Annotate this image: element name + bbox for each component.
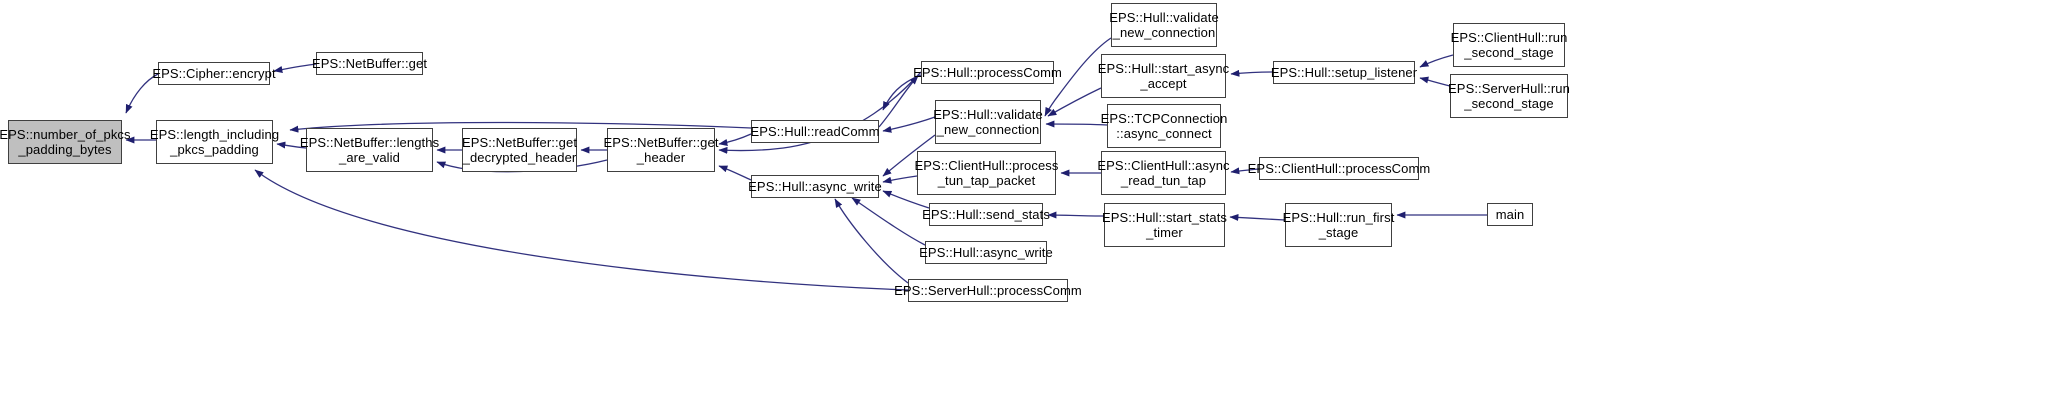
graph-node-label: EPS::ServerHull::processComm xyxy=(894,283,1082,298)
graph-node-label: EPS::ClientHull::process _tun_tap_packet xyxy=(914,158,1059,188)
graph-node[interactable]: EPS::NetBuffer::get xyxy=(312,52,427,75)
graph-node[interactable]: EPS::length_including _pkcs_padding xyxy=(150,120,279,164)
graph-node-label: EPS::ClientHull::processComm xyxy=(1247,161,1431,176)
graph-node-label: EPS::ServerHull::run _second_stage xyxy=(1448,81,1570,111)
graph-node-label: EPS::Hull::setup_listener xyxy=(1270,65,1418,80)
graph-node[interactable]: EPS::Hull::async_write xyxy=(919,241,1053,264)
graph-node-label: EPS::NetBuffer::get xyxy=(311,56,428,71)
graph-node[interactable]: EPS::Hull::start_stats _timer xyxy=(1102,203,1227,247)
graph-node-label: EPS::TCPConnection ::async_connect xyxy=(1100,111,1228,141)
graph-node-label: EPS::Hull::send_stats xyxy=(922,207,1050,222)
graph-node-label: main xyxy=(1495,207,1525,222)
graph-node[interactable]: EPS::Hull::processComm xyxy=(913,61,1062,84)
graph-node-label: EPS::Hull::start_async _accept xyxy=(1097,61,1230,91)
graph-node[interactable]: EPS::TCPConnection ::async_connect xyxy=(1101,104,1227,148)
graph-node[interactable]: EPS::Hull::validate _new_connection xyxy=(933,100,1043,144)
graph-node-label: EPS::ClientHull::async _read_tun_tap xyxy=(1097,158,1230,188)
graph-node-label: EPS::ClientHull::run _second_stage xyxy=(1450,30,1568,60)
graph-node-label: EPS::number_of_pkcs _padding_bytes xyxy=(0,127,131,157)
graph-node[interactable]: EPS::ServerHull::processComm xyxy=(894,279,1082,302)
graph-node-label: EPS::Hull::start_stats _timer xyxy=(1101,210,1228,240)
graph-node[interactable]: EPS::ClientHull::async _read_tun_tap xyxy=(1097,151,1230,195)
graph-node[interactable]: EPS::Hull::async_write xyxy=(748,175,882,198)
graph-node-label: EPS::NetBuffer::lengths _are_valid xyxy=(299,135,440,165)
graph-node[interactable]: EPS::NetBuffer::lengths _are_valid xyxy=(300,128,439,172)
graph-node[interactable]: EPS::Hull::send_stats xyxy=(922,203,1050,226)
graph-node[interactable]: EPS::ClientHull::processComm xyxy=(1248,157,1430,180)
graph-node-label: EPS::Hull::validate _new_connection xyxy=(1109,10,1219,40)
graph-node[interactable]: EPS::Hull::start_async _accept xyxy=(1098,54,1229,98)
graph-node[interactable]: EPS::Hull::validate _new_connection xyxy=(1109,3,1219,47)
graph-node[interactable]: EPS::Hull::setup_listener xyxy=(1271,61,1417,84)
graph-node[interactable]: EPS::ClientHull::process _tun_tap_packet xyxy=(915,151,1058,195)
graph-node[interactable]: main xyxy=(1487,203,1533,226)
graph-node[interactable]: EPS::ClientHull::run _second_stage xyxy=(1451,23,1567,67)
graph-node-label: EPS::Hull::async_write xyxy=(748,179,882,194)
graph-node-label: EPS::Hull::validate _new_connection xyxy=(933,107,1043,137)
graph-node-label: EPS::Hull::processComm xyxy=(913,65,1062,80)
graph-node-label: EPS::length_including _pkcs_padding xyxy=(149,127,280,157)
graph-node[interactable]: EPS::NetBuffer::get _decrypted_header xyxy=(462,128,577,172)
graph-node-label: EPS::Cipher::encrypt xyxy=(152,66,276,81)
graph-node-label: EPS::NetBuffer::get _header xyxy=(603,135,719,165)
graph-node[interactable]: EPS::Cipher::encrypt xyxy=(152,62,276,85)
graph-node-label: EPS::NetBuffer::get _decrypted_header xyxy=(461,135,578,165)
graph-node-label: EPS::Hull::readComm xyxy=(750,124,880,139)
graph-node[interactable]: EPS::ServerHull::run _second_stage xyxy=(1448,74,1570,118)
graph-node[interactable]: EPS::NetBuffer::get _header xyxy=(603,128,718,172)
graph-node[interactable]: EPS::Hull::run_first _stage xyxy=(1283,203,1394,247)
graph-node[interactable]: EPS::Hull::readComm xyxy=(750,120,879,143)
graph-node-label: EPS::Hull::run_first _stage xyxy=(1282,210,1395,240)
graph-node[interactable]: EPS::number_of_pkcs _padding_bytes xyxy=(0,120,131,164)
graph-node-label: EPS::Hull::async_write xyxy=(919,245,1053,260)
